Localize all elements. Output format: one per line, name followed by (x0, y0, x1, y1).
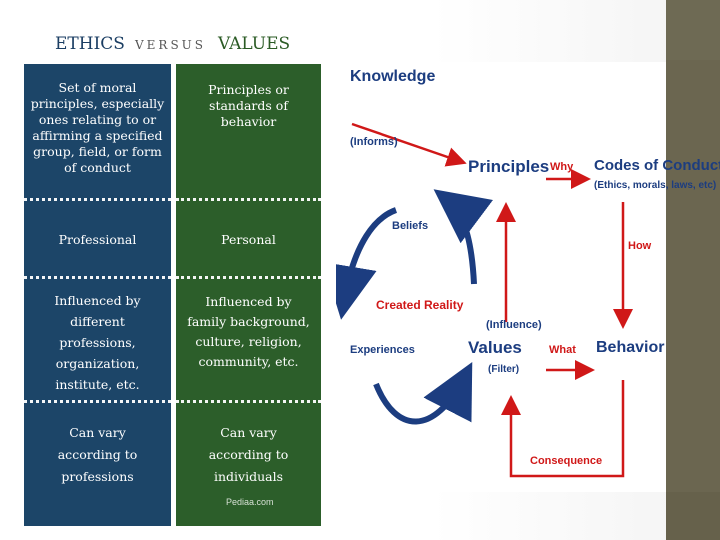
beliefs-label: Beliefs (392, 220, 429, 232)
values-influence: Influenced by family background, culture… (187, 294, 310, 369)
row-divider (176, 400, 321, 403)
row-divider (24, 276, 171, 279)
influence-label: (Influence) (486, 319, 542, 331)
credit-text: Pediaa.com (226, 497, 274, 507)
consequence-arrow (501, 380, 625, 478)
header-values: VALUES (218, 34, 291, 54)
what-label: What (549, 344, 576, 356)
ethics-values-diagram: Knowledge (Informs) Principles Why Codes… (336, 62, 720, 492)
cycle-arrow-bottom (373, 362, 473, 425)
values-column: Principles or standards of behavior Pers… (176, 64, 321, 526)
experiences-label: Experiences (350, 344, 415, 356)
values-label: Values (468, 338, 522, 357)
informs-arrow (351, 122, 467, 167)
values-variation: Can vary according to individuals (208, 425, 289, 484)
header-versus: VERSUS (135, 38, 207, 52)
principles-label: Principles (468, 157, 550, 176)
created-reality-label: Created Reality (376, 298, 464, 312)
knowledge-label: Knowledge (350, 68, 436, 85)
values-definition: Principles or standards of behavior (208, 82, 289, 129)
decorative-side-strip (666, 0, 720, 540)
how-label: How (628, 240, 652, 252)
consequence-label: Consequence (530, 455, 603, 467)
row-divider (24, 198, 171, 201)
row-divider (176, 198, 321, 201)
decorative-side-strip-top (666, 0, 720, 60)
header-ethics: ETHICS (55, 34, 125, 54)
ethics-definition: Set of moral principles, especially ones… (30, 80, 165, 175)
ethics-variation: Can vary according to professions (57, 425, 138, 484)
behavior-label: Behavior (596, 339, 665, 356)
codes-of-conduct-sub: (Ethics, morals, laws, etc) (594, 180, 717, 191)
ethics-column: Set of moral principles, especially ones… (24, 64, 171, 526)
cycle-arrow-left (336, 207, 398, 320)
row-divider (176, 276, 321, 279)
cycle-arrow-right (433, 189, 493, 285)
why-label: Why (550, 161, 574, 173)
decorative-side-strip-bottom (666, 492, 720, 540)
row-divider (24, 400, 171, 403)
ethics-scope: Professional (58, 232, 137, 247)
diagram-arrows (336, 122, 633, 478)
ethics-influence: Influenced by different professions, org… (54, 293, 141, 392)
informs-label: (Informs) (350, 136, 398, 148)
codes-of-conduct-label: Codes of Conduct (594, 157, 720, 174)
filter-label: (Filter) (488, 364, 520, 375)
values-scope: Personal (221, 232, 276, 247)
